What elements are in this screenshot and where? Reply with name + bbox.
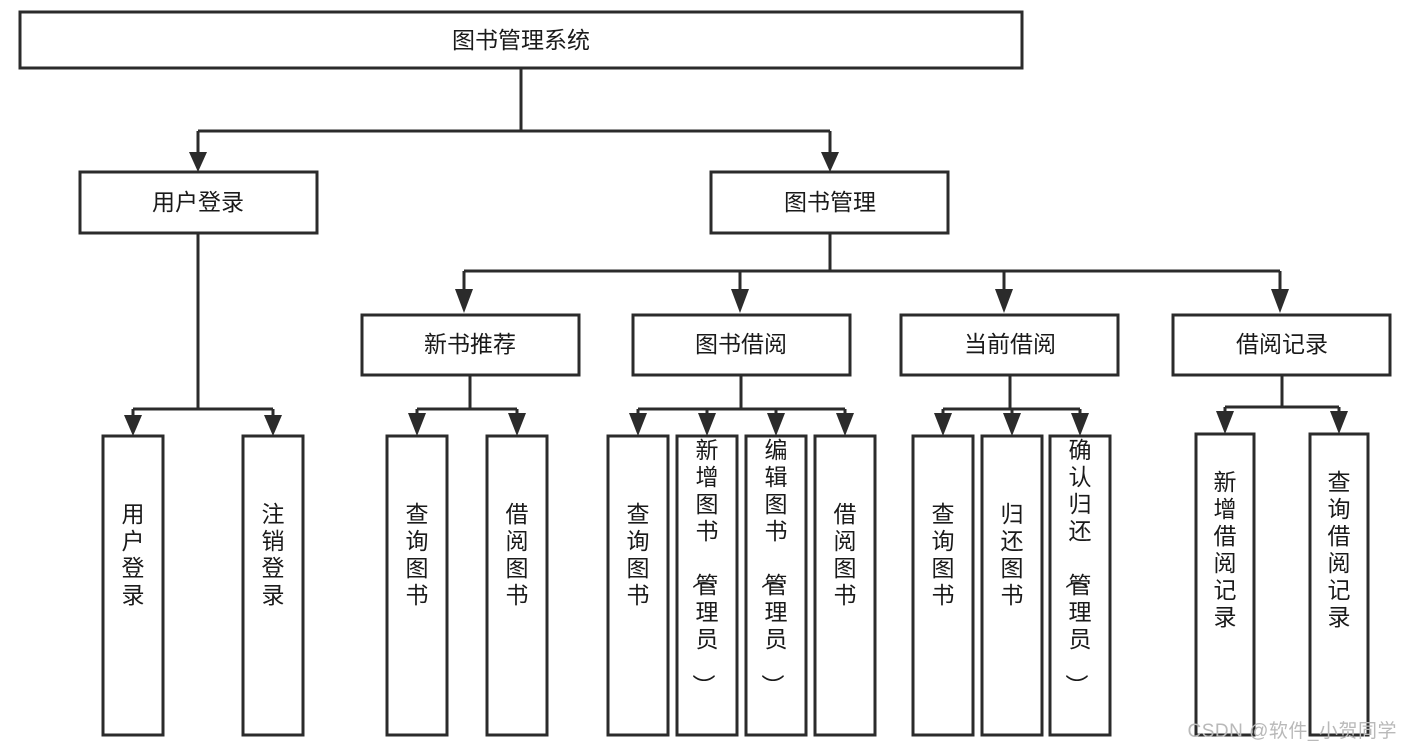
connector-group-book-borrow [629,375,854,436]
node-leaf-query-book-1-label: 查询图书 [406,501,429,608]
node-leaf-query-book-1[interactable]: 查询图书 [385,434,449,737]
node-current-borrow-label: 当前借阅 [964,331,1056,357]
node-leaf-logout-box[interactable] [241,434,305,737]
arrow-head-leaf-query-book-1 [408,413,426,436]
connector-group-root [189,68,839,172]
node-current-borrow-box[interactable] [899,313,1120,377]
node-leaf-add-record-box[interactable] [1194,432,1256,737]
arrow-head-leaf-borrow-book-1 [508,413,526,436]
node-leaf-add-book-label: 新增图书（管理员） [691,437,719,697]
arrow-head-leaf-confirm-return [1071,413,1089,436]
node-leaf-query-record-box[interactable] [1308,432,1370,737]
node-borrow-record[interactable]: 借阅记录 [1171,313,1392,377]
arrow-head-borrow-record [1271,289,1289,313]
node-leaf-user-login-label: 用户登录 [122,501,145,608]
node-leaf-confirm-return-label: 确认归还（管理员） [1064,437,1092,697]
node-leaf-borrow-book-1[interactable]: 借阅图书 [485,434,549,737]
node-leaf-edit-book-label: 编辑图书（管理员） [760,437,788,697]
node-leaf-logout-label: 注销登录 [262,501,285,608]
node-book-management-box[interactable] [709,170,950,235]
node-root-box[interactable] [18,10,1024,70]
node-leaf-edit-book[interactable]: 编辑图书（管理员） [744,434,808,737]
node-borrow-record-box[interactable] [1171,313,1392,377]
arrow-head-leaf-logout [264,415,282,436]
node-book-borrow-label: 图书借阅 [695,331,787,357]
connector-group-borrow-record [1216,375,1348,434]
node-leaf-borrow-book-1-box[interactable] [485,434,549,737]
connector-group-user-login [124,233,282,436]
node-leaf-borrow-book-2-label: 借阅图书 [834,501,857,608]
node-book-borrow-box[interactable] [631,313,852,377]
node-leaf-query-book-3-label: 查询图书 [932,501,955,608]
arrow-head-leaf-edit-book [767,413,785,436]
node-leaf-query-book-3-box[interactable] [911,434,975,737]
arrow-head-leaf-return-book [1003,413,1021,436]
node-root-label: 图书管理系统 [452,27,590,53]
node-current-borrow[interactable]: 当前借阅 [899,313,1120,377]
arrow-head-user-login [189,152,207,172]
arrow-head-leaf-add-book [698,413,716,436]
node-new-book-recommend-label: 新书推荐 [424,331,516,357]
node-leaf-borrow-book-2-box[interactable] [813,434,877,737]
node-leaf-add-book[interactable]: 新增图书（管理员） [675,434,739,737]
node-leaf-query-book-2[interactable]: 查询图书 [606,434,670,737]
node-leaf-add-book-box[interactable] [675,434,739,737]
arrow-head-book-borrow [731,289,749,313]
node-leaf-query-book-1-box[interactable] [385,434,449,737]
node-user-login-box[interactable] [78,170,319,235]
connector-group-new-book-recommend [408,375,526,436]
node-leaf-edit-book-box[interactable] [744,434,808,737]
node-leaf-return-book[interactable]: 归还图书 [980,434,1044,737]
node-leaf-query-record[interactable]: 查询借阅记录 [1308,432,1370,737]
connector-group-current-borrow [934,375,1089,436]
node-leaf-logout[interactable]: 注销登录 [241,434,305,737]
arrow-head-book-management [821,152,839,172]
node-leaf-add-record-label: 新增借阅记录 [1214,469,1237,630]
node-leaf-borrow-book-2[interactable]: 借阅图书 [813,434,877,737]
arrow-head-leaf-query-record [1330,411,1348,434]
arrow-head-leaf-user-login [124,415,142,436]
node-leaf-query-record-label: 查询借阅记录 [1328,469,1351,630]
node-borrow-record-label: 借阅记录 [1236,331,1328,357]
node-book-management[interactable]: 图书管理 [709,170,950,235]
arrow-head-current-borrow [995,289,1013,313]
node-book-management-label: 图书管理 [784,189,876,215]
node-leaf-add-record[interactable]: 新增借阅记录 [1194,432,1256,737]
arrow-head-leaf-add-record [1216,411,1234,434]
node-user-login-label: 用户登录 [152,189,244,215]
arrow-head-leaf-borrow-book-2 [836,413,854,436]
node-new-book-recommend-box[interactable] [360,313,581,377]
node-leaf-user-login-box[interactable] [101,434,165,737]
node-leaf-confirm-return-box[interactable] [1048,434,1112,737]
node-new-book-recommend[interactable]: 新书推荐 [360,313,581,377]
node-leaf-query-book-3[interactable]: 查询图书 [911,434,975,737]
node-leaf-return-book-label: 归还图书 [1001,501,1024,608]
node-leaf-borrow-book-1-label: 借阅图书 [506,501,529,608]
node-leaf-user-login[interactable]: 用户登录 [101,434,165,737]
node-leaf-query-book-2-box[interactable] [606,434,670,737]
arrow-head-new-book-recommend [455,289,473,313]
node-leaf-confirm-return[interactable]: 确认归还（管理员） [1048,434,1112,737]
arrow-head-leaf-query-book-3 [934,413,952,436]
arrow-head-leaf-query-book-2 [629,413,647,436]
node-book-borrow[interactable]: 图书借阅 [631,313,852,377]
csdn-watermark: CSDN @软件_小贺同学 [1187,721,1397,742]
node-root[interactable]: 图书管理系统 [18,10,1024,70]
connector-group-book-management [455,233,1289,313]
node-leaf-query-book-2-label: 查询图书 [627,501,650,608]
node-leaf-return-book-box[interactable] [980,434,1044,737]
node-user-login[interactable]: 用户登录 [78,170,319,235]
